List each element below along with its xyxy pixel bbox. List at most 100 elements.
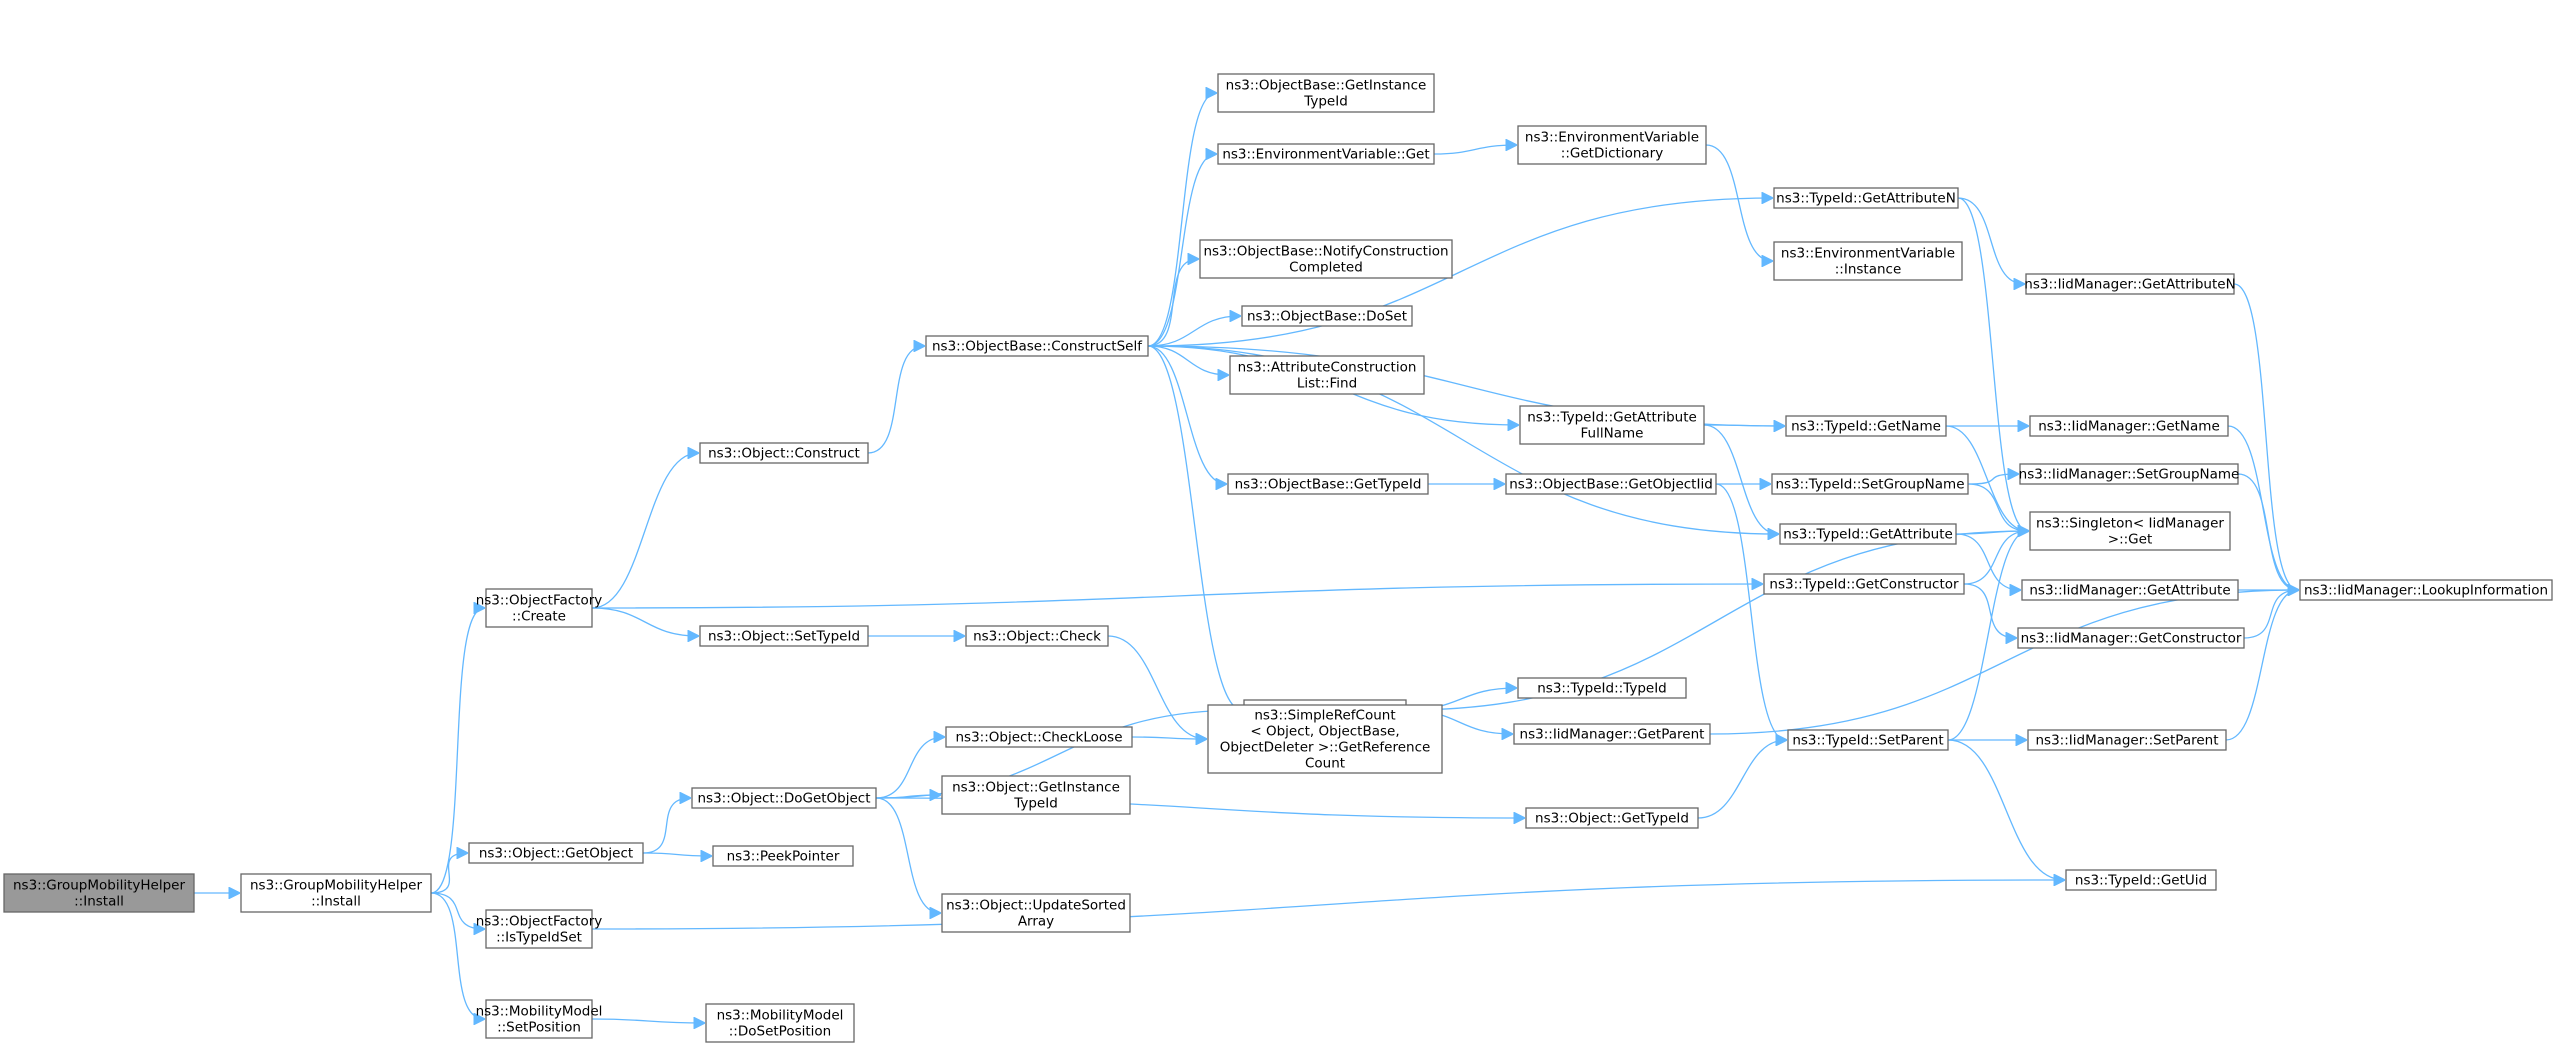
node-label-line: < Object, ObjectBase,	[1250, 723, 1399, 739]
node-tid_getname[interactable]: ns3::TypeId::GetName	[1785, 415, 1947, 437]
node-label-line: Array	[1018, 913, 1054, 929]
node-tid_getattribute[interactable]: ns3::TypeId::GetAttribute	[1779, 523, 1957, 545]
node-obj_check[interactable]: ns3::Object::Check	[965, 625, 1109, 647]
node-tid_setparent[interactable]: ns3::TypeId::SetParent	[1787, 729, 1949, 751]
node-iid_getattributen[interactable]: ns3::IidManager::GetAttributeN	[2024, 273, 2236, 295]
node-ob_getobjectiid[interactable]: ns3::ObjectBase::GetObjectIid	[1505, 473, 1717, 495]
node-label-line: ns3::TypeId::GetConstructor	[1769, 576, 1959, 592]
edge-tid_setgroupname-to-singleton_get	[1967, 483, 2028, 531]
node-root[interactable]: ns3::GroupMobilityHelper::Install	[3, 873, 195, 913]
edge-ob_constructself-to-ob_notify	[1147, 259, 1198, 347]
node-label-line: ::DoSetPosition	[729, 1023, 831, 1039]
node-box	[2025, 273, 2235, 295]
node-label-line: ns3::Object::GetInstance	[952, 779, 1120, 795]
node-box	[485, 999, 593, 1039]
node-envvar_get[interactable]: ns3::EnvironmentVariable::Get	[1217, 143, 1435, 165]
edge-iid_getconstructor-to-iid_lookup	[2243, 590, 2298, 639]
node-iid_lookup[interactable]: ns3::IidManager::LookupInformation	[2299, 579, 2553, 601]
node-box	[2019, 463, 2239, 485]
node-envvar_getdict[interactable]: ns3::EnvironmentVariable::GetDictionary	[1517, 125, 1707, 165]
node-label-line: ::GetDictionary	[1561, 145, 1663, 161]
edge-gmh_install-to-obj_getobject	[430, 853, 467, 894]
node-obj_getobject[interactable]: ns3::Object::GetObject	[468, 842, 644, 864]
node-box	[1241, 305, 1413, 327]
node-label-line: TypeId	[1013, 795, 1058, 811]
node-tid_setgroupname[interactable]: ns3::TypeId::SetGroupName	[1771, 473, 1969, 495]
node-of_istypeidset[interactable]: ns3::ObjectFactory::IsTypeIdSet	[476, 909, 603, 949]
edge-obj_dogetobject-to-obj_updatesorted	[875, 797, 940, 913]
node-label-line: ns3::IidManager::LookupInformation	[2304, 582, 2548, 598]
node-label-line: ns3::TypeId::GetUid	[2075, 872, 2207, 888]
edge-ob_constructself-to-envvar_get	[1147, 154, 1216, 347]
node-box	[2021, 579, 2239, 601]
node-label-line: ns3::ObjectFactory	[476, 592, 603, 608]
edge-envvar_getdict-to-envvar_instance	[1705, 144, 1772, 261]
node-ob_notify[interactable]: ns3::ObjectBase::NotifyConstructionCompl…	[1199, 239, 1453, 279]
node-label-line: ns3::Object::DoGetObject	[697, 790, 870, 806]
node-tid_getattributen[interactable]: ns3::TypeId::GetAttributeN	[1773, 187, 1959, 209]
node-iid_setparent[interactable]: ns3::IidManager::SetParent	[2027, 729, 2227, 751]
node-box	[941, 775, 1131, 815]
node-label-line: TypeId	[1303, 93, 1348, 109]
node-obj_construct[interactable]: ns3::Object::Construct	[699, 442, 869, 464]
node-tid_typeid[interactable]: ns3::TypeId::TypeId	[1517, 677, 1687, 699]
node-ob_constructself[interactable]: ns3::ObjectBase::ConstructSelf	[925, 335, 1149, 357]
node-of_create[interactable]: ns3::ObjectFactory::Create	[476, 588, 603, 628]
edge-tid_setparent-to-singleton_get	[1947, 531, 2028, 741]
node-box	[965, 625, 1109, 647]
node-mm_setposition[interactable]: ns3::MobilityModel::SetPosition	[476, 999, 603, 1039]
node-box	[699, 442, 869, 464]
node-iid_getname[interactable]: ns3::IidManager::GetName	[2029, 415, 2229, 437]
node-tid_getuid[interactable]: ns3::TypeId::GetUid	[2065, 869, 2217, 891]
node-ob_gettypeid[interactable]: ns3::ObjectBase::GetTypeId	[1227, 473, 1429, 495]
node-box	[1771, 473, 1969, 495]
edge-of_create-to-obj_construct	[591, 453, 698, 609]
node-label-line: ns3::TypeId::GetName	[1791, 418, 1941, 434]
node-box	[1513, 723, 1711, 745]
node-envvar_instance[interactable]: ns3::EnvironmentVariable::Instance	[1773, 241, 1963, 281]
node-label-line: ns3::TypeId::GetAttribute	[1527, 409, 1697, 425]
node-tid_getconstructor[interactable]: ns3::TypeId::GetConstructor	[1763, 573, 1965, 595]
node-iid_setgroupname[interactable]: ns3::IidManager::SetGroupName	[2019, 463, 2240, 485]
node-obj_checkloose[interactable]: ns3::Object::CheckLoose	[945, 726, 1133, 748]
node-obj_dogetobject[interactable]: ns3::Object::DoGetObject	[691, 787, 877, 809]
edge-obj_dogetobject-to-obj_checkloose	[875, 737, 944, 799]
edge-iid_getparent-to-iid_lookup	[1709, 590, 2298, 735]
edge-tid_getattribute-to-iid_getattribute	[1955, 533, 2020, 590]
node-box	[1199, 239, 1453, 279]
node-iid_getconstructor[interactable]: ns3::IidManager::GetConstructor	[2017, 627, 2245, 649]
edge-ob_constructself-to-ob_gettypeid	[1147, 345, 1226, 484]
node-peekpointer[interactable]: ns3::PeekPointer	[712, 845, 854, 867]
edge-obj_getobject-to-obj_dogetobject	[642, 798, 690, 854]
node-label-line: ns3::IidManager::GetName	[2038, 418, 2220, 434]
node-label-line: FullName	[1581, 425, 1644, 441]
node-obj_settypeid[interactable]: ns3::Object::SetTypeId	[699, 625, 869, 647]
edge-tid_getattrfullname-to-tid_getname	[1703, 425, 1784, 426]
node-ob_doset[interactable]: ns3::ObjectBase::DoSet	[1241, 305, 1413, 327]
node-label-line: ns3::IidManager::GetAttributeN	[2024, 276, 2235, 292]
node-mm_dosetposition[interactable]: ns3::MobilityModel::DoSetPosition	[705, 1003, 855, 1043]
node-label-line: ns3::IidManager::GetParent	[1520, 726, 1705, 742]
edge-tid_getattrfullname-to-tid_getattribute	[1703, 424, 1778, 534]
node-iid_getparent[interactable]: ns3::IidManager::GetParent	[1513, 723, 1711, 745]
node-box	[705, 1003, 855, 1043]
node-singleton_get[interactable]: ns3::Singleton< IidManager>::Get	[2029, 511, 2231, 551]
node-box	[1505, 473, 1717, 495]
node-obj_gettypeid[interactable]: ns3::Object::GetTypeId	[1525, 807, 1699, 829]
edge-tid_setgroupname-to-iid_setgroupname	[1967, 474, 2018, 485]
node-box	[1779, 523, 1957, 545]
edge-iid_setgroupname-to-iid_lookup	[2237, 473, 2298, 590]
node-srefcount[interactable]: ns3::SimpleRefCount< Object, ObjectBase,…	[1207, 704, 1443, 774]
node-label-line: ns3::Object::GetTypeId	[1535, 810, 1689, 826]
node-gmh_install[interactable]: ns3::GroupMobilityHelper::Install	[240, 873, 432, 913]
node-label-line: ns3::GroupMobilityHelper	[13, 877, 185, 893]
node-box	[485, 588, 593, 628]
node-box	[1785, 415, 1947, 437]
node-iid_getattribute[interactable]: ns3::IidManager::GetAttribute	[2021, 579, 2239, 601]
node-label-line: ns3::IidManager::SetParent	[2036, 732, 2219, 748]
